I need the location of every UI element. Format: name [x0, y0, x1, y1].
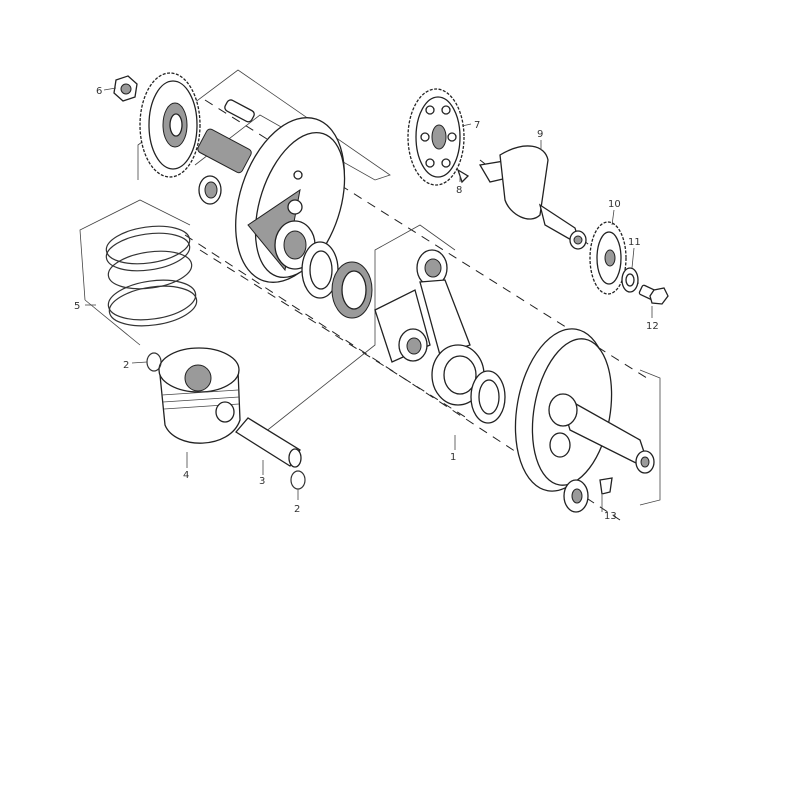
part-4-piston: [158, 347, 241, 444]
connecting-rod: [416, 249, 485, 406]
part-12-bolt: [638, 284, 669, 305]
part-3-piston-pin: [235, 417, 302, 468]
right-crank-half: [514, 328, 655, 492]
part-9-balancer-shaft: [478, 145, 587, 250]
part-2-circlip-b: [290, 470, 306, 490]
needle-bearing: [331, 261, 373, 319]
callout-4: 4: [183, 470, 189, 481]
callout-labels: 1 2 2 3 4 5 6 7 8 9 10 11 12 13: [74, 86, 659, 522]
callout-12: 12: [646, 321, 659, 332]
group-brackets: [79, 69, 661, 506]
part-13-key: [599, 477, 613, 495]
callout-9: 9: [537, 129, 543, 140]
primary-drive-gear: [139, 72, 201, 178]
rod-washer: [470, 370, 506, 424]
callout-7: 7: [474, 120, 480, 131]
callout-6: 6: [96, 86, 102, 97]
shaft-washer-right: [563, 479, 589, 513]
callout-11: 11: [628, 237, 641, 248]
part-2-circlip-a: [146, 352, 162, 372]
callout-13: 13: [604, 511, 617, 522]
callout-8: 8: [456, 185, 462, 196]
callout-2b: 2: [294, 504, 300, 515]
callout-1: 1: [450, 452, 456, 463]
part-8-key: [456, 168, 470, 184]
thrust-washer: [301, 241, 339, 299]
crank-pin: [374, 289, 431, 363]
part-6-nut: [113, 75, 138, 102]
callout-5: 5: [74, 301, 80, 312]
callout-10: 10: [608, 199, 621, 210]
part-5-piston-rings: [105, 225, 198, 327]
callout-2a: 2: [123, 360, 129, 371]
leader-lines: [85, 87, 653, 512]
part-11-washer: [621, 267, 639, 293]
crank-washer-left: [198, 175, 222, 205]
left-crank-half: [197, 99, 346, 283]
part-10-sprocket: [589, 221, 627, 295]
part-7-gear: [407, 88, 465, 186]
callout-3: 3: [259, 476, 265, 487]
